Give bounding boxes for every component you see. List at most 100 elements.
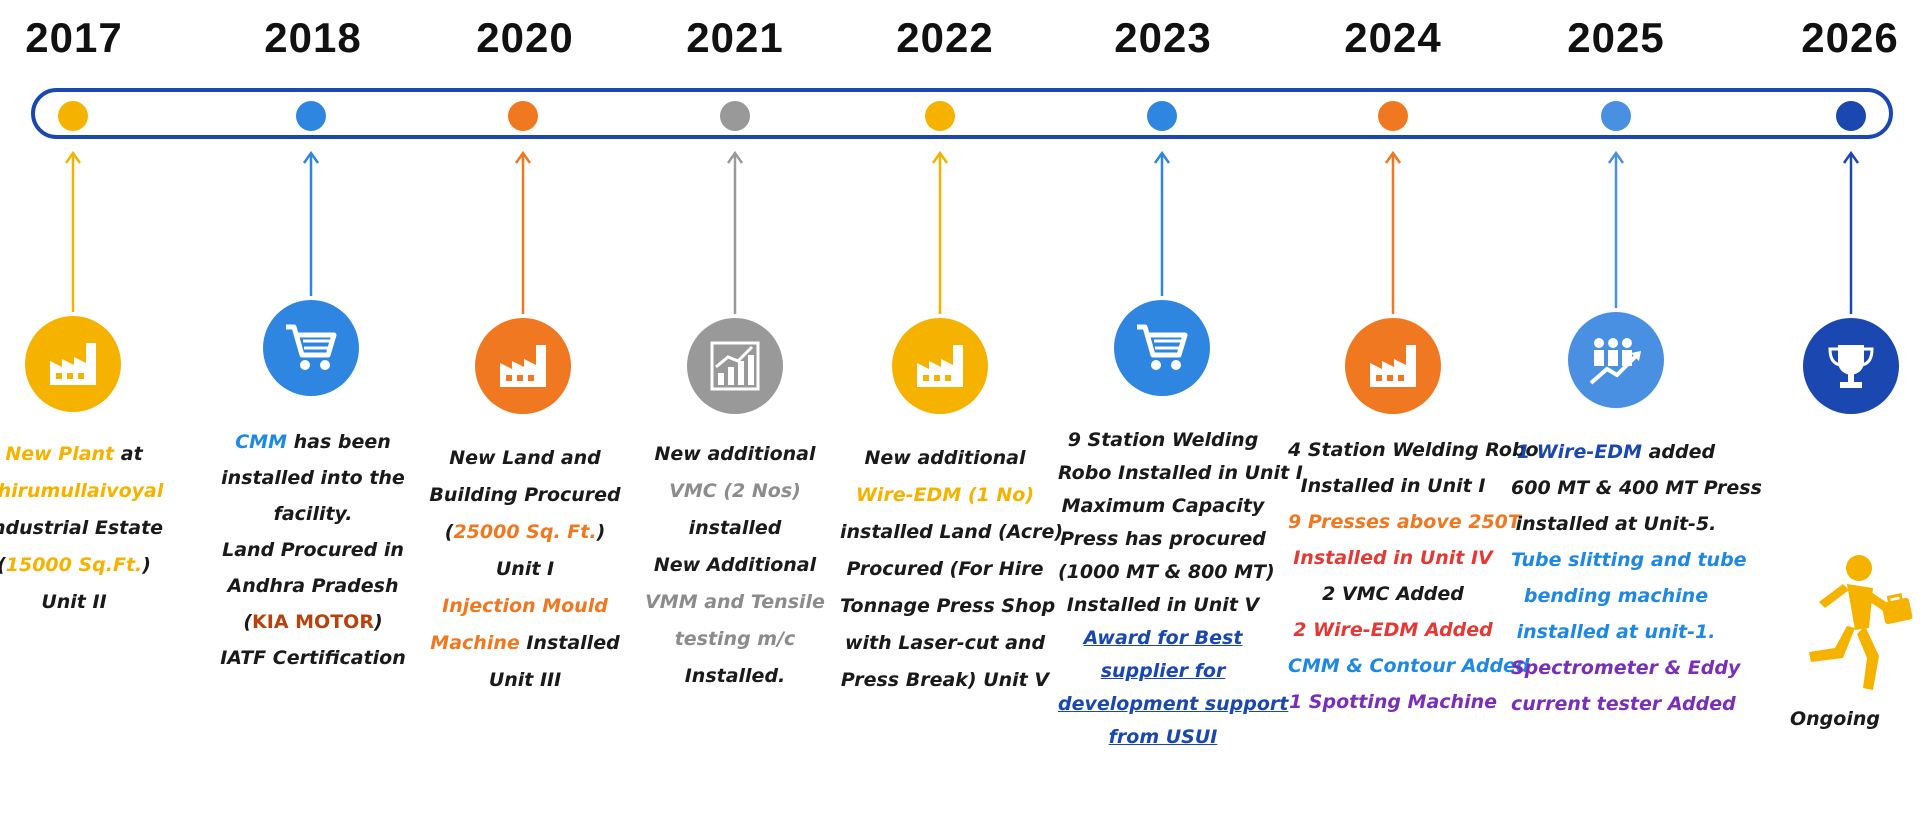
description-text: with Laser-cut and [844,632,1046,654]
award-link[interactable]: development support [1058,693,1289,715]
description-line: 2 Wire-EDM Added [1288,612,1498,648]
description-text: CMM [235,431,287,453]
description-line: Procured (For Hire [840,551,1050,588]
timeline-dot-2026 [1836,101,1866,131]
description-line: Installed in Unit IV [1288,540,1498,576]
description-text: VMM and Tensile [645,591,825,613]
description-line: (25000 Sq. Ft.) [420,514,630,551]
description-text: Press has procured [1060,528,1266,550]
description-line: IATF Certification [208,640,418,676]
description-text: Wire-EDM (1 No) [855,484,1035,506]
description-text: Thirumullaivoyal [0,480,164,502]
factory-icon [25,316,121,412]
description-line: from USUI [1058,721,1268,754]
description-line: installed into the [208,460,418,496]
description-line: VMC (2 Nos) [630,473,840,510]
description-text: current tester Added [1511,693,1736,715]
description-line: Unit II [0,584,179,621]
description-text: Unit III [488,669,562,691]
description-text: installed Land (Acre) [840,521,1064,543]
description-text: KIA MOTOR [252,611,374,633]
timeline-dot-2017 [58,101,88,131]
description-text: Procured (For Hire [846,558,1044,580]
arrow-up-icon [726,150,744,314]
arrow-up-icon [514,150,532,314]
description-text: New Additional [653,554,817,576]
description-text: testing m/c [674,628,796,650]
description-text: Tube slitting and tube [1511,549,1747,571]
description-text: VMC (2 Nos) [669,480,801,502]
timeline-dot-2020 [508,101,538,131]
description-text: Installed in Unit V [1066,594,1260,616]
description-text: ) [142,554,151,576]
description-line: bending machine [1511,578,1721,614]
description-line: Tonnage Press Shop [840,588,1055,625]
description-text: Land Procured in [222,539,404,561]
description-line: testing m/c [630,621,840,658]
description-text: 2 Wire-EDM Added [1293,619,1493,641]
timeline-dot-2021 [720,101,750,131]
arrow-up-icon [64,150,82,312]
description-text: Robo Installed in Unit I [1058,462,1303,484]
description-line: Wire-EDM (1 No) [840,477,1050,514]
description-line: 2 VMC Added [1288,576,1498,612]
description-text: 9 Station Welding [1067,429,1259,451]
arrow-up-icon [1153,150,1171,296]
description-text: CMM & Contour Added [1288,655,1530,677]
description-text: installed into the [221,467,405,489]
description-text: Spectrometer & Eddy [1511,657,1741,679]
description-text: has been [286,431,391,453]
award-link[interactable]: from USUI [1108,726,1218,748]
description-line: Installed. [630,658,840,695]
year-2021: 2021 [686,14,784,61]
description-line: Thirumullaivoyal [0,473,179,510]
description-line: New additional [630,436,840,473]
description-line: Award for Best [1058,622,1268,655]
arrow-up-icon [1384,150,1402,314]
year-2025: 2025 [1567,14,1665,61]
description-text: New additional [864,447,1026,469]
description-line: Andhra Pradesh [208,568,418,604]
arrow-up-icon [931,150,949,314]
description-text: Industrial Estate [0,517,164,539]
year-2022: 2022 [896,14,994,61]
description-line: Press Break) Unit V [840,662,1050,699]
description-text: installed [688,517,782,539]
description-line: 9 Station Welding [1058,424,1268,457]
description-line: New Additional [630,547,840,584]
description-line: CMM & Contour Added [1288,648,1530,684]
description-text: 600 MT & 400 MT Press [1511,477,1762,499]
description-text: Installed [519,632,620,654]
description-line: current tester Added [1511,686,1736,722]
description-text: Installed in Unit IV [1293,547,1493,569]
description-line: Tube slitting and tube [1511,542,1747,578]
description-line: 4 Station Welding Robo [1288,432,1539,468]
description-text: 1 Wire-EDM [1516,441,1642,463]
description-text: Unit I [495,558,555,580]
award-link[interactable]: Award for Best [1083,627,1243,649]
description-text: New Land and [449,447,601,469]
description-text: at [114,443,143,465]
timeline-dot-2022 [925,101,955,131]
description-text: Installed. [684,665,786,687]
description-line: Unit III [420,662,630,699]
growth-chart-icon [687,318,783,414]
description-text: Machine [430,632,520,654]
description-line: Industrial Estate [0,510,179,547]
description-text: 4 Station Welding Robo [1288,439,1539,461]
award-link[interactable]: supplier for [1100,660,1226,682]
description-text: 25000 Sq. Ft. [453,521,597,543]
year-2024: 2024 [1344,14,1442,61]
description-line: (15000 Sq.Ft.) [0,547,179,584]
description-text: Tonnage Press Shop [840,595,1056,617]
description-text: Injection Mould [442,595,608,617]
team-growth-icon [1568,312,1664,408]
description-line: Robo Installed in Unit I [1058,457,1303,490]
